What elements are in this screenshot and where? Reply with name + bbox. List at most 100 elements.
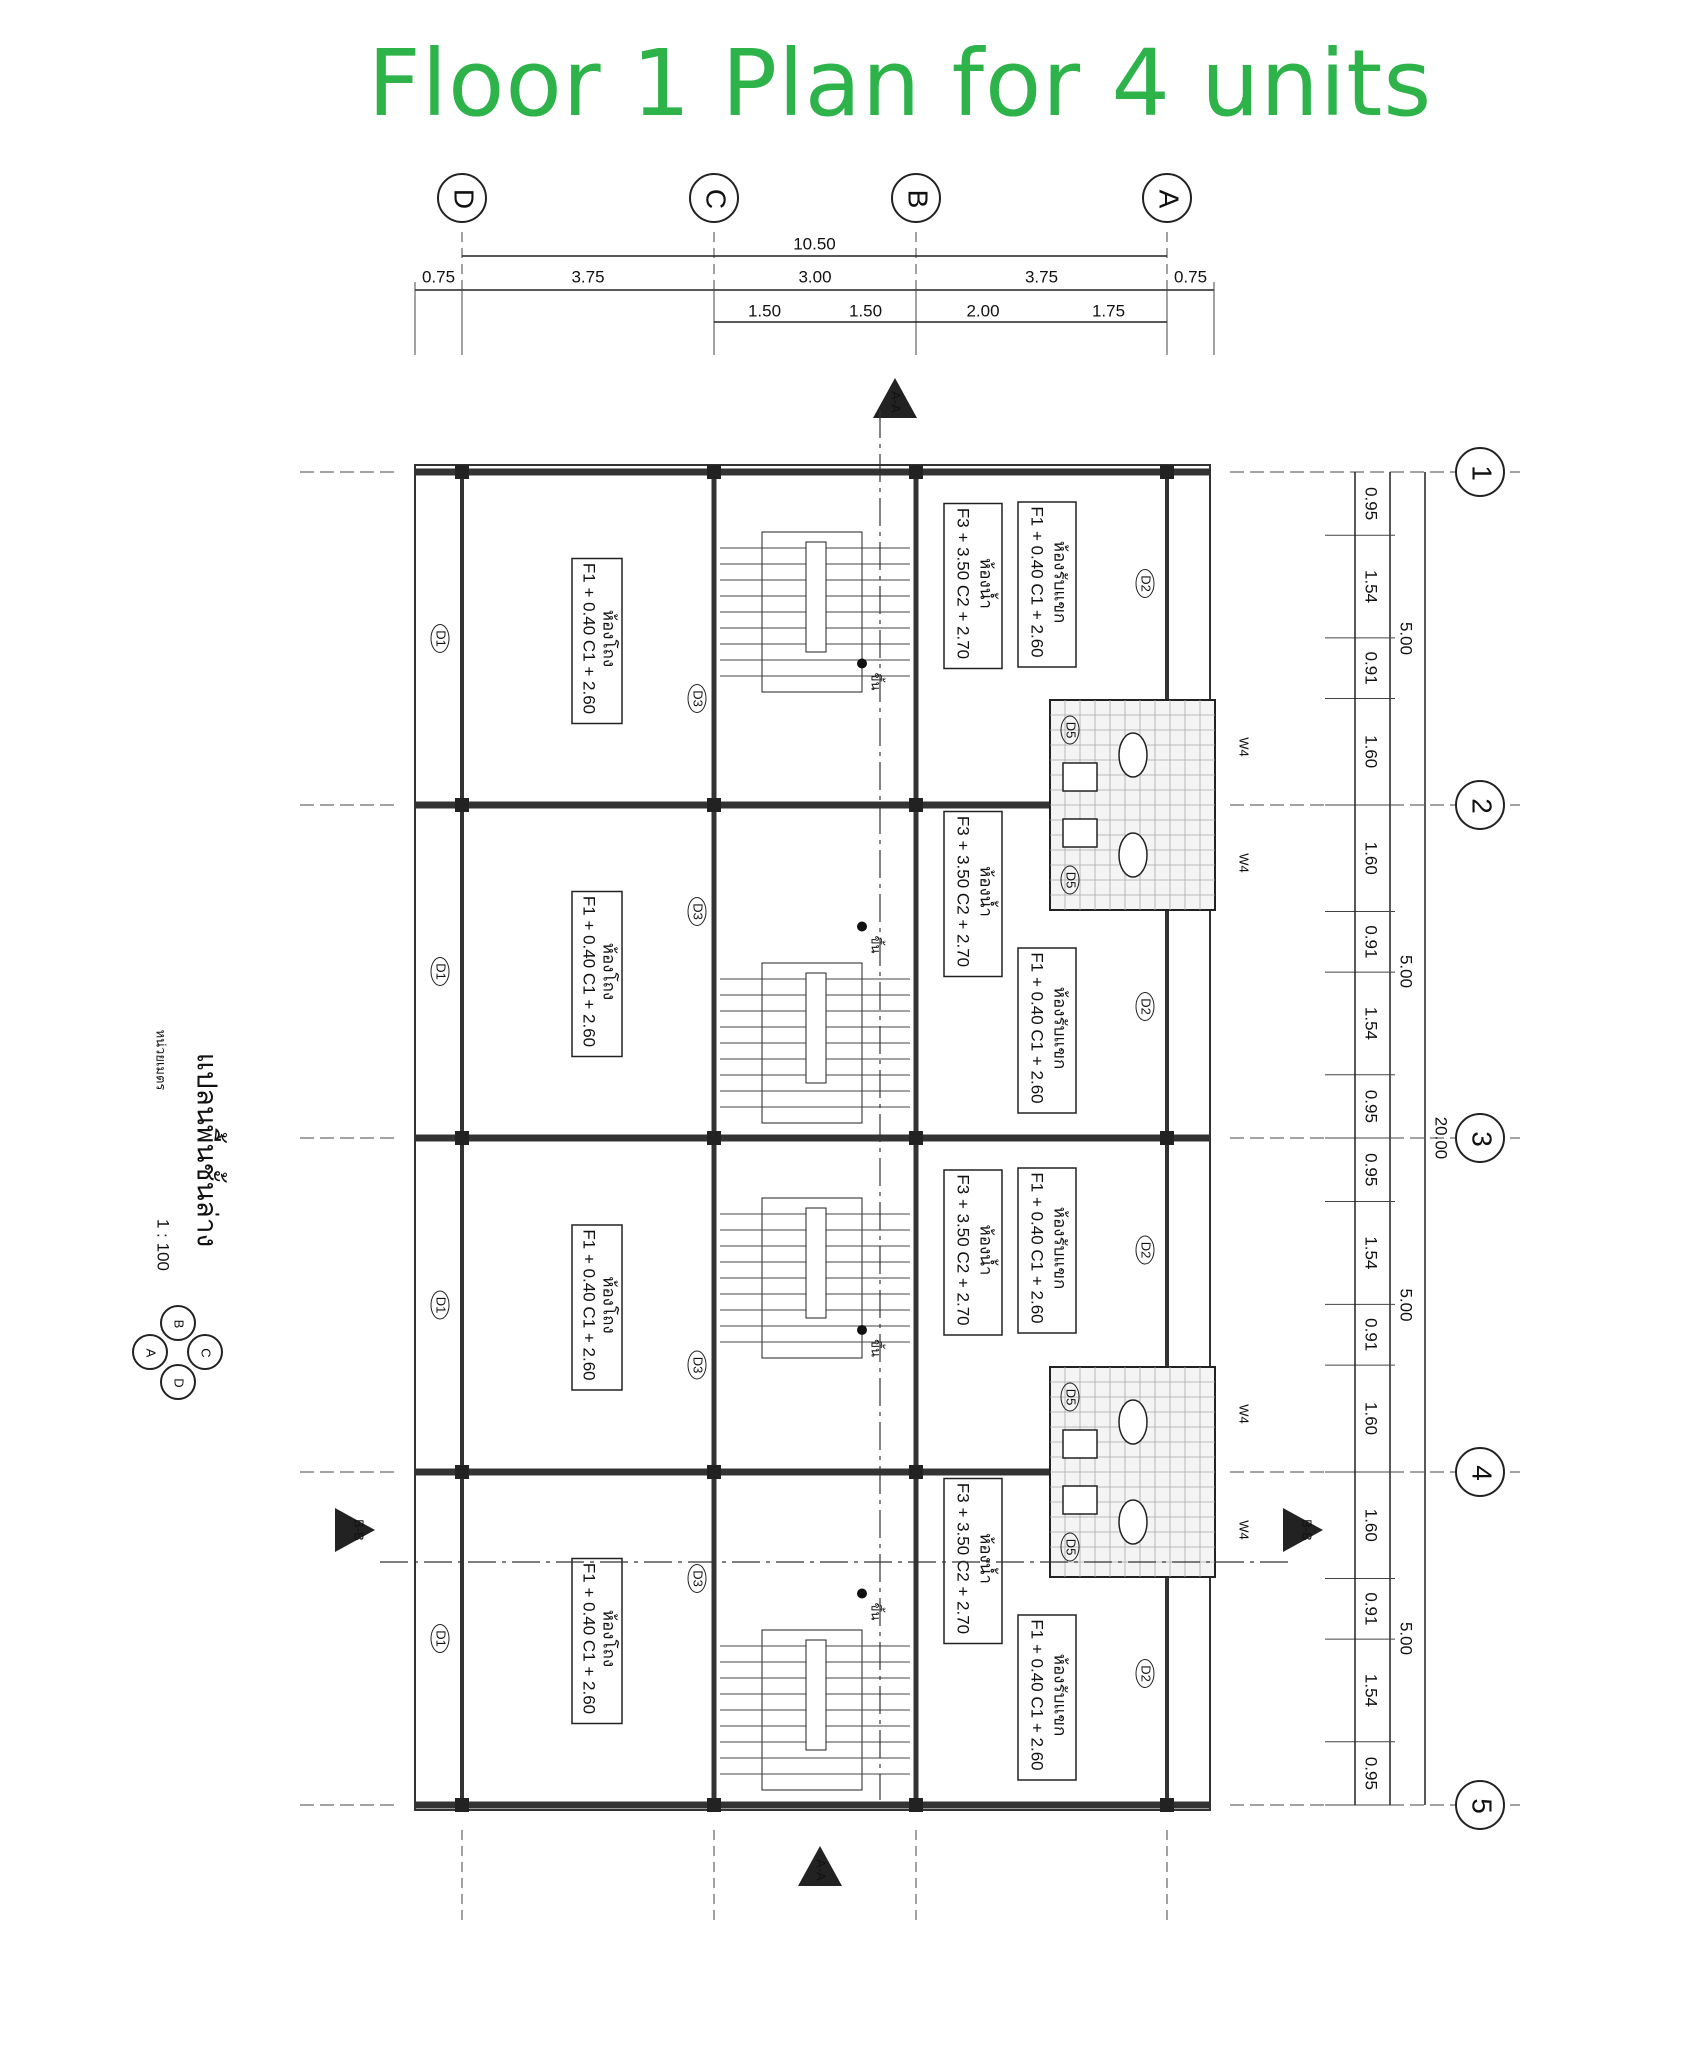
- stair-handrail: [805, 972, 827, 1084]
- stair-up-label: ขึ้น: [869, 673, 886, 691]
- compass-bubble-A: [132, 1334, 168, 1370]
- room-name-guest: ห้องรับแขก: [1051, 1207, 1070, 1290]
- dimension-unit-length-0: 5.00: [1397, 622, 1416, 655]
- room-name-guest: ห้องรับแขก: [1051, 541, 1070, 624]
- door-tag-d3: D3: [691, 903, 706, 920]
- structural-post: [909, 1798, 923, 1812]
- structural-post: [1160, 1798, 1174, 1812]
- dimension-right-3-3: 0.95: [1362, 1757, 1381, 1790]
- room-label-box-guest: [1017, 501, 1077, 668]
- dimension-overall-width: 10.50: [793, 234, 836, 253]
- door-tag-ring-d2: [1135, 569, 1155, 598]
- room-level-living: F1 + 0.40 C1 + 2.60: [580, 563, 599, 714]
- door-tag-ring-d5: [1060, 1532, 1080, 1562]
- stair-up-marker: [857, 921, 867, 932]
- room-label-box-guest: [1017, 947, 1077, 1114]
- dimension-right-2-2: 0.91: [1362, 1318, 1381, 1351]
- grid-label-5: 5: [1467, 1798, 1498, 1814]
- structural-post: [455, 798, 469, 812]
- room-name-guest: ห้องรับแขก: [1051, 987, 1070, 1070]
- grid-bubble-1: [1455, 447, 1505, 497]
- door-tag-ring-d5: [1060, 865, 1080, 895]
- window-tag-w4: W4: [1237, 737, 1252, 757]
- stair-handrail: [805, 541, 827, 653]
- door-tag-ring-d1: [430, 1624, 450, 1653]
- structural-post: [1160, 465, 1174, 479]
- door-tag-ring-d5: [1060, 715, 1080, 745]
- room-name-bath: ห้องน้ำ: [977, 1225, 999, 1276]
- structural-post: [455, 1798, 469, 1812]
- structural-post: [455, 465, 469, 479]
- dimension-top-4: 0.75: [1174, 267, 1207, 286]
- grid-label-C: C: [701, 189, 732, 209]
- window-tag-w4: W4: [1237, 1520, 1252, 1540]
- room-level-living: F1 + 0.40 C1 + 2.60: [580, 1229, 599, 1380]
- door-tag-d5: D5: [1064, 872, 1079, 889]
- grid-bubble-A: [1142, 173, 1192, 223]
- structural-post: [707, 1798, 721, 1812]
- room-name-bath: ห้องน้ำ: [977, 866, 999, 917]
- stair-handrail: [805, 1207, 827, 1319]
- door-tag-ring-d2: [1135, 1659, 1155, 1688]
- room-label-box-living: [571, 557, 623, 725]
- section-label-bb: B-B: [1300, 1519, 1315, 1541]
- compass-label-A: A: [144, 1349, 159, 1358]
- room-level-living: F1 + 0.40 C1 + 2.60: [580, 896, 599, 1047]
- dimension-overall-length: 20.00: [1432, 1117, 1451, 1160]
- dimension-top-3: 3.75: [1025, 267, 1058, 286]
- grid-label-3: 3: [1467, 1131, 1498, 1147]
- sink-icon: [1062, 1429, 1098, 1459]
- grid-bubble-2: [1455, 780, 1505, 830]
- section-marker-aa-arrow: [798, 1846, 842, 1886]
- door-tag-d1: D1: [434, 1297, 449, 1314]
- door-tag-d2: D2: [1139, 998, 1154, 1015]
- plan-caption-unit: หน่วยเมตร: [154, 1030, 169, 1091]
- room-level-bath: F3 + 3.50 C2 + 2.70: [954, 816, 973, 967]
- room-label-box-guest: [1017, 1167, 1077, 1334]
- room-label-box-living: [571, 890, 623, 1058]
- structural-post: [909, 1131, 923, 1145]
- door-tag-d2: D2: [1139, 1665, 1154, 1682]
- toilet-icon: [1118, 732, 1148, 778]
- structural-post: [1160, 1131, 1174, 1145]
- door-tag-ring-d3: [687, 684, 707, 713]
- dimension-right-2-3: 1.60: [1362, 1402, 1381, 1435]
- grid-bubble-B: [891, 173, 941, 223]
- door-tag-d3: D3: [691, 690, 706, 707]
- compass-bubble-B: [160, 1305, 196, 1341]
- grid-label-B: B: [903, 190, 934, 209]
- room-name-bath: ห้องน้ำ: [977, 1533, 999, 1584]
- room-label-box-bath: [943, 502, 1003, 670]
- room-level-bath: F3 + 3.50 C2 + 2.70: [954, 1483, 973, 1634]
- dimension-sub-0: 1.50: [748, 301, 781, 320]
- dimension-right-0-2: 0.91: [1362, 652, 1381, 685]
- dimension-unit-length-1: 5.00: [1397, 955, 1416, 988]
- dimension-right-3-0: 1.60: [1362, 1509, 1381, 1542]
- dimension-sub-1: 1.50: [849, 301, 882, 320]
- compass-bubble-D: [160, 1364, 196, 1400]
- room-level-guest: F1 + 0.40 C1 + 2.60: [1028, 952, 1047, 1103]
- dimension-right-2-0: 0.95: [1362, 1153, 1381, 1186]
- door-tag-d3: D3: [691, 1570, 706, 1587]
- room-name-living: ห้องโถง: [600, 1610, 620, 1667]
- door-tag-ring-d3: [687, 1564, 707, 1593]
- grid-label-1: 1: [1467, 465, 1498, 481]
- stair-up-marker: [857, 1325, 867, 1335]
- dimension-unit-length-3: 5.00: [1397, 1622, 1416, 1655]
- section-marker-aa-arrow: [873, 378, 917, 418]
- dimension-top-0: 0.75: [422, 267, 455, 286]
- sink-icon: [1062, 818, 1098, 848]
- stair-up-label: ขึ้น: [869, 1603, 886, 1621]
- dimension-right-1-3: 0.95: [1362, 1090, 1381, 1123]
- door-tag-d2: D2: [1139, 575, 1154, 592]
- dimension-sub-2: 2.00: [966, 301, 999, 320]
- door-tag-ring-d5: [1060, 1382, 1080, 1412]
- grid-label-A: A: [1154, 190, 1185, 209]
- door-tag-d2: D2: [1139, 1242, 1154, 1259]
- window-tag-w4: W4: [1237, 1404, 1252, 1424]
- dimension-right-3-1: 0.91: [1362, 1592, 1381, 1625]
- dimension-right-3-2: 1.54: [1362, 1674, 1381, 1707]
- grid-bubble-D: [437, 173, 487, 223]
- door-tag-d1: D1: [434, 630, 449, 647]
